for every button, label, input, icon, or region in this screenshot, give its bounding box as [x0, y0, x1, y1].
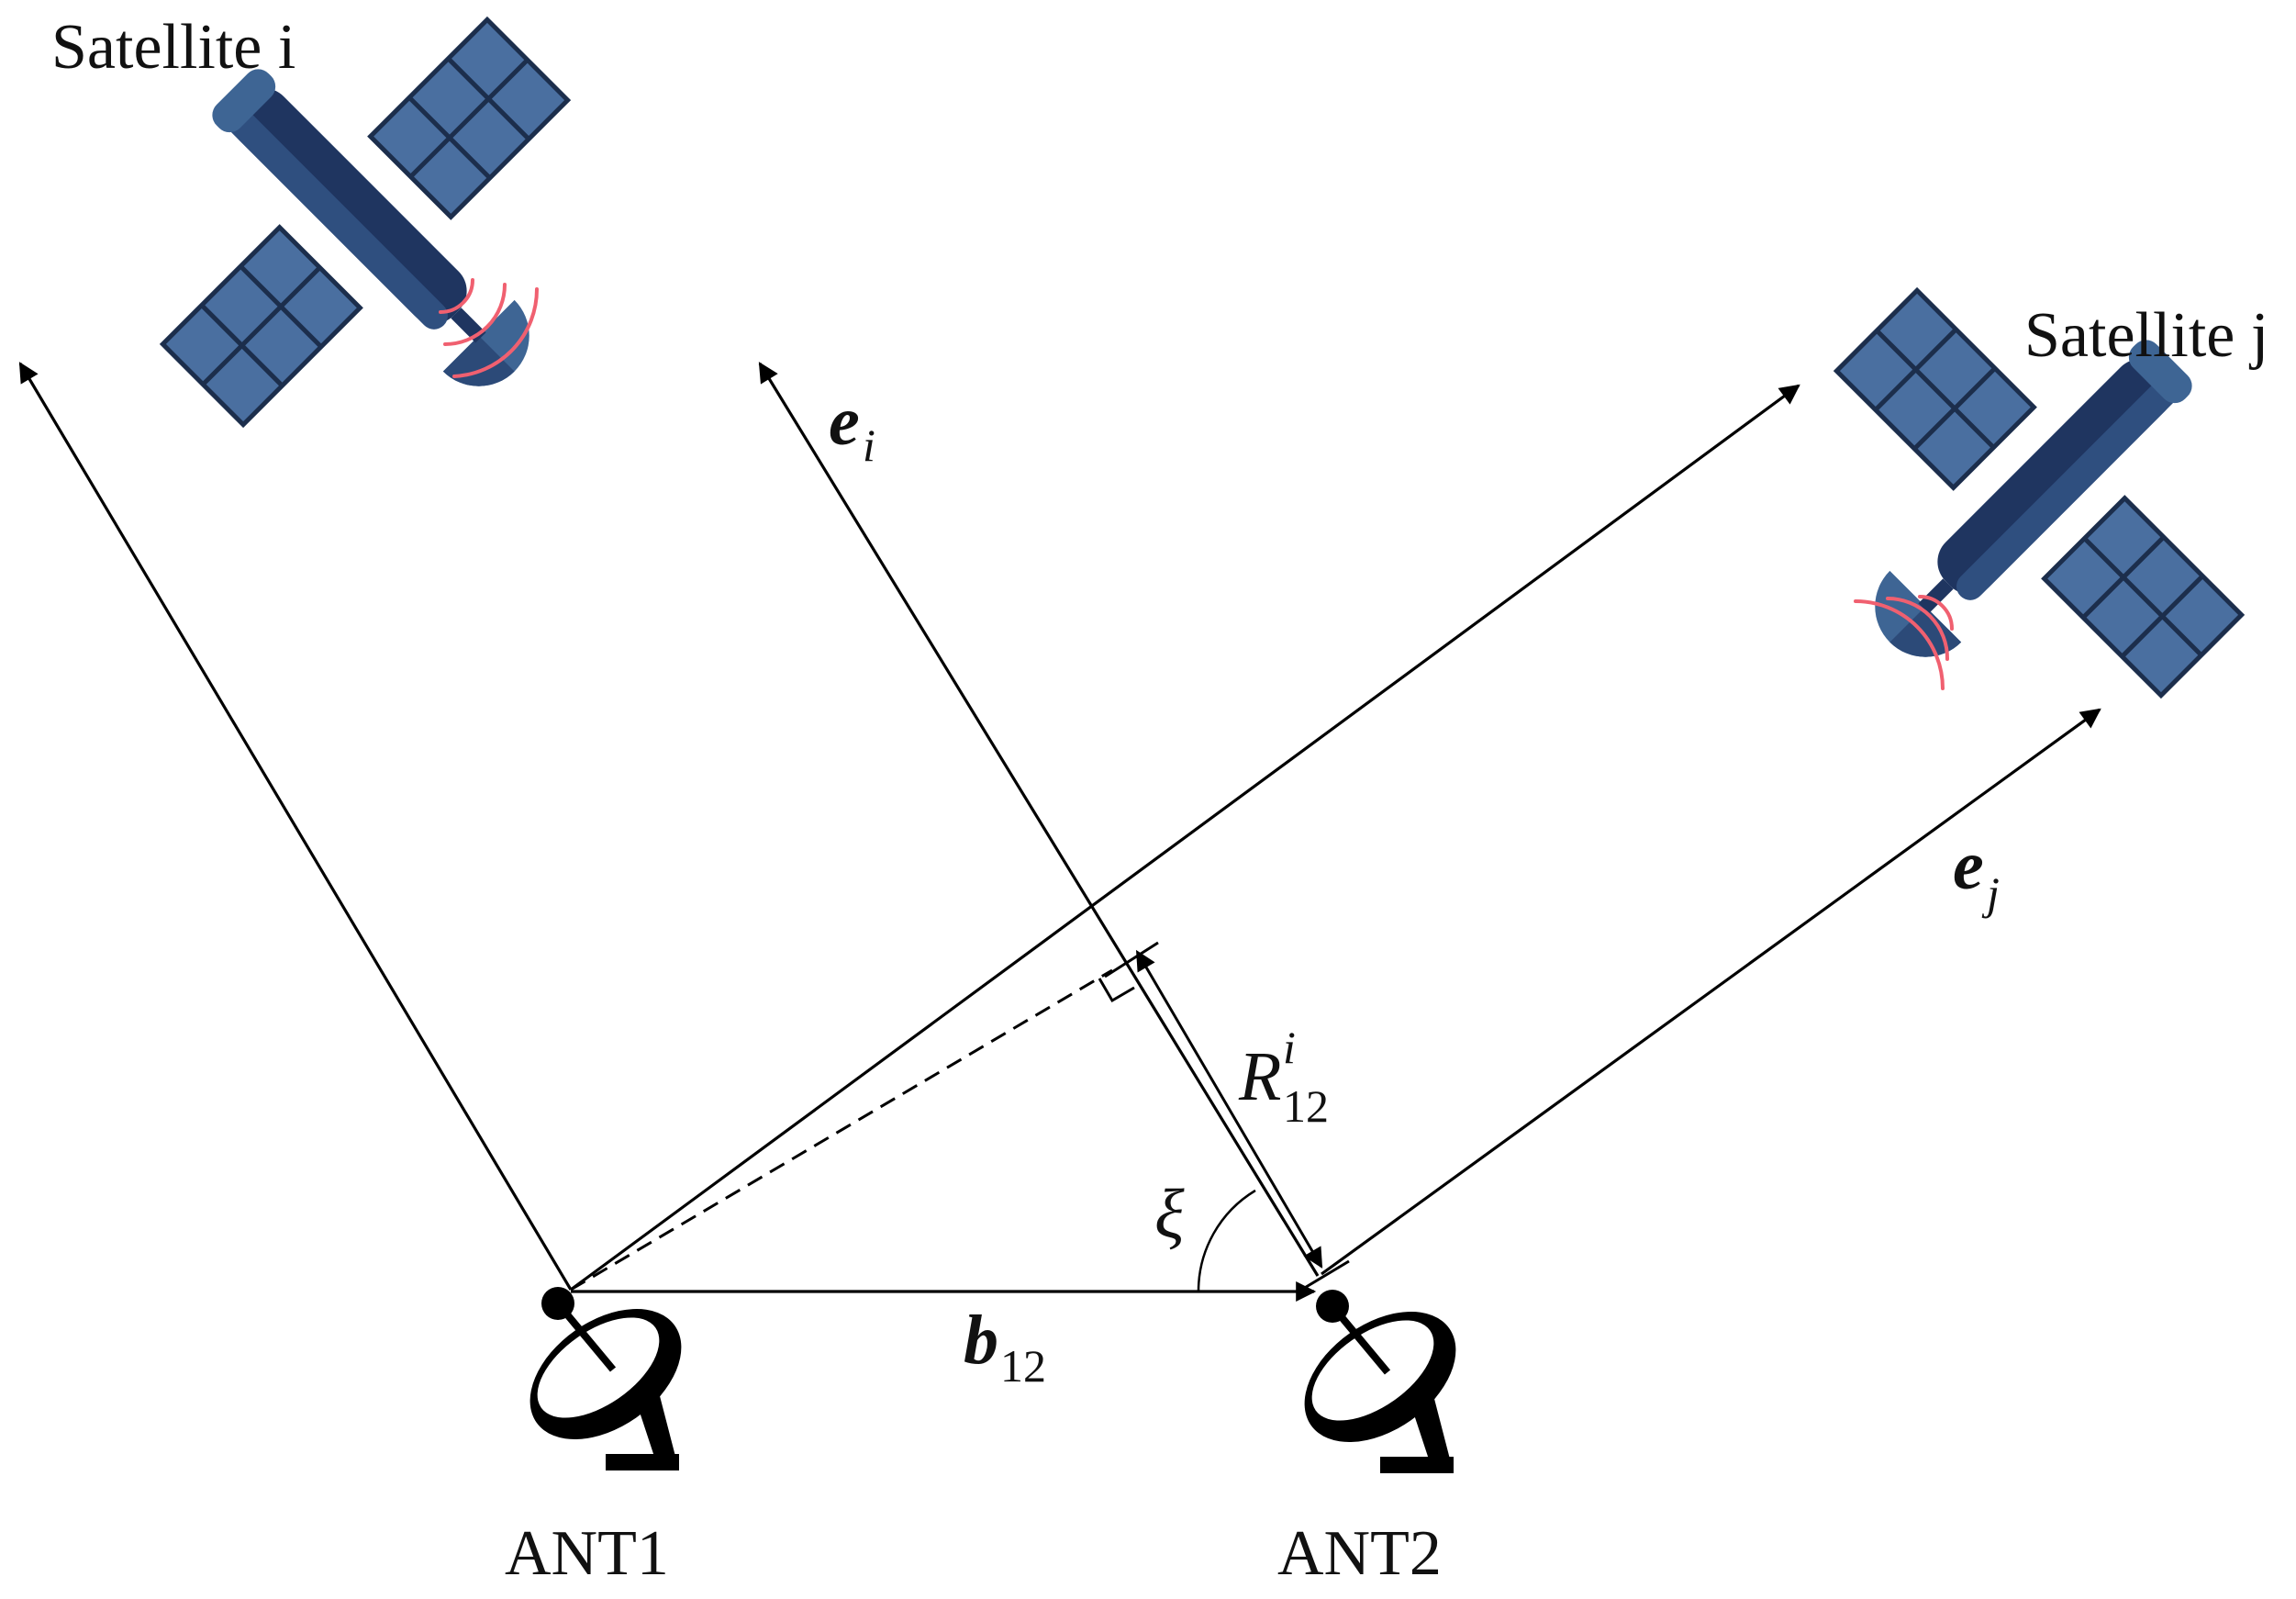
ant1-dish-antenna-icon	[506, 1282, 705, 1470]
svg-text:b: b	[964, 1302, 998, 1379]
svg-text:j: j	[1981, 867, 2000, 919]
satellite-j-icon	[1728, 197, 2296, 804]
e-i-vector	[758, 362, 1320, 1277]
e-j-label: e j	[1953, 827, 2000, 919]
b12-label: b 12	[964, 1302, 1046, 1392]
xi-angle-arc	[1197, 1189, 1256, 1292]
ant1-label: ANT1	[505, 1518, 669, 1589]
xi-label: ξ	[1154, 1176, 1185, 1253]
satellite-i-label: Satellite i	[51, 12, 295, 83]
svg-text:i: i	[863, 419, 875, 471]
svg-text:e: e	[1953, 827, 1984, 904]
svg-text:12: 12	[1000, 1340, 1046, 1392]
ant2-tick	[1302, 1259, 1350, 1291]
ant2-dish-antenna-icon	[1280, 1285, 1479, 1473]
r12i-label: R i 12	[1238, 1022, 1329, 1132]
e-j-vector	[1321, 708, 2101, 1276]
projection-tick	[1104, 941, 1159, 978]
e-i-label: e i	[829, 383, 875, 471]
satellite-j-label: Satellite j	[2024, 300, 2268, 371]
svg-text:i: i	[1283, 1022, 1296, 1073]
svg-text:12: 12	[1283, 1080, 1329, 1132]
signal-j-icon	[1854, 595, 1954, 690]
svg-text:R: R	[1238, 1038, 1281, 1115]
projection-dashed-line	[570, 968, 1113, 1292]
svg-text:e: e	[829, 383, 860, 460]
signal-i-icon	[439, 278, 540, 378]
ant2-label: ANT2	[1277, 1518, 1442, 1589]
ant1-to-satellite-j-line	[570, 384, 1800, 1292]
r12-dimension-arrow	[1135, 949, 1323, 1269]
ant1-to-satellite-i-line	[18, 362, 573, 1291]
right-angle-marker	[1098, 978, 1135, 1003]
